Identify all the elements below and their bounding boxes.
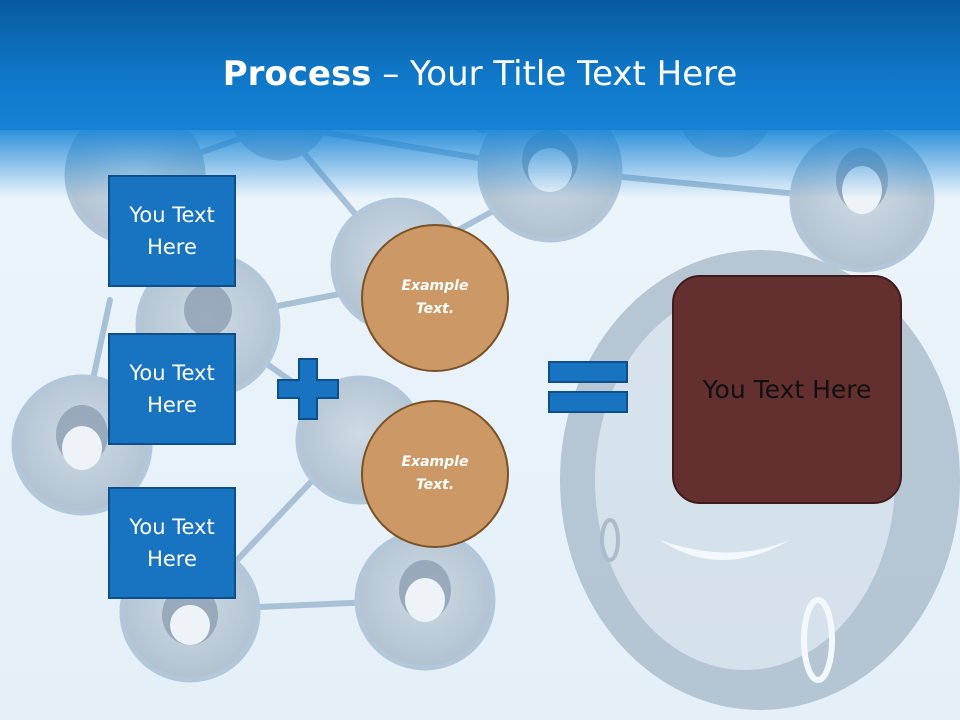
example-circle-1-label: Example Text. bbox=[401, 278, 469, 317]
example-circle-2[interactable]: Example Text. bbox=[361, 400, 509, 548]
result-box-label: You Text Here bbox=[702, 374, 872, 404]
input-box-2-label: You Text Here bbox=[129, 361, 215, 417]
input-box-1-label: You Text Here bbox=[129, 203, 215, 259]
example-circle-1[interactable]: Example Text. bbox=[361, 224, 509, 372]
equals-operator-icon bbox=[548, 361, 628, 413]
input-box-3-label: You Text Here bbox=[129, 515, 215, 571]
input-box-3[interactable]: You Text Here bbox=[108, 487, 236, 599]
result-box[interactable]: You Text Here bbox=[672, 275, 902, 504]
input-box-2[interactable]: You Text Here bbox=[108, 333, 236, 445]
slide-title-strong: Process bbox=[222, 54, 372, 94]
title-bar bbox=[0, 0, 960, 130]
slide-title: Process – Your Title Text Here bbox=[0, 52, 960, 96]
example-circle-2-label: Example Text. bbox=[401, 454, 469, 493]
slide-title-rest: – Your Title Text Here bbox=[371, 54, 738, 94]
input-box-1[interactable]: You Text Here bbox=[108, 175, 236, 287]
plus-operator-icon bbox=[277, 358, 339, 420]
